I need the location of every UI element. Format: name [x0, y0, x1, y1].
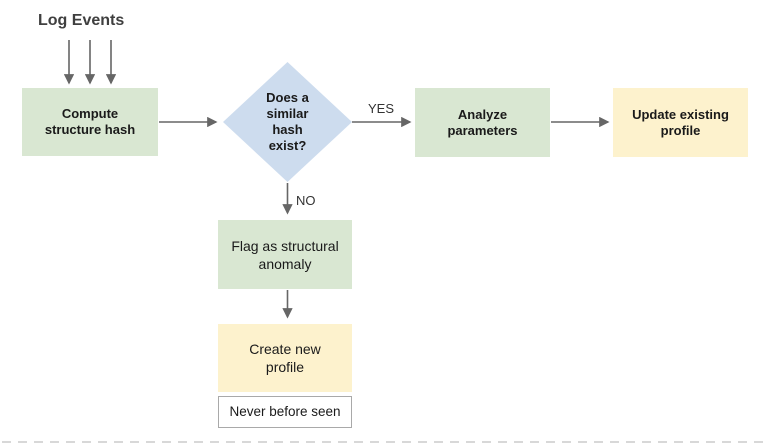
node-label-line: Create new: [249, 341, 321, 357]
node-label-line: Update existing: [632, 106, 729, 122]
node-label-line: exist?: [268, 138, 307, 153]
node-label-line: structure hash: [44, 122, 136, 137]
node-flag-structural-anomaly: Flag as structural anomaly: [218, 220, 352, 289]
node-analyze-parameters: Analyze parameters: [415, 88, 550, 157]
node-label-line: anomaly: [258, 255, 312, 272]
node-label-line: parameters: [447, 122, 518, 138]
node-label-line: Analyze: [457, 106, 508, 122]
node-label-line: profile: [660, 122, 701, 138]
node-label-line: Does a: [266, 90, 309, 105]
node-update-existing-profile: Update existing profile: [613, 88, 748, 157]
decision-diamond-shape: [223, 62, 352, 182]
node-similar-hash-decision: Does a similar hash exist?: [223, 62, 352, 182]
node-label-line: hash: [272, 122, 303, 137]
node-create-new-profile: Create new profile: [218, 324, 352, 392]
node-never-before-seen: Never before seen: [218, 396, 352, 428]
node-label-line: Flag as structural: [231, 237, 339, 254]
node-label-line: Never before seen: [229, 404, 341, 419]
node-label-line: Compute: [61, 106, 119, 121]
edge-label-no: NO: [296, 193, 316, 208]
node-label-line: profile: [265, 359, 305, 375]
edge-label-yes: YES: [368, 101, 395, 116]
node-compute-structure-hash: Compute structure hash: [22, 88, 158, 156]
page-title: Log Events: [38, 12, 125, 29]
node-label-line: similar: [266, 106, 309, 121]
